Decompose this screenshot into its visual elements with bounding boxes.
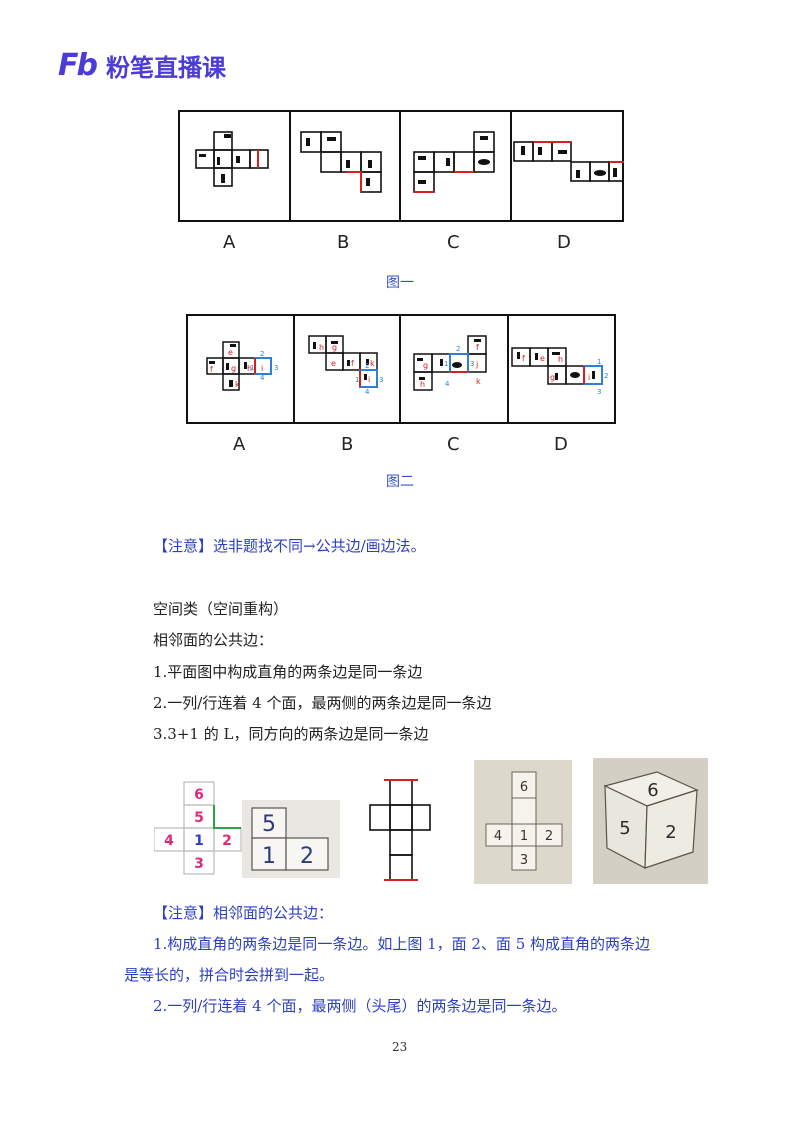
fig2-label-a: A: [233, 434, 246, 455]
section-title: 空间类（空间重构）: [153, 600, 289, 618]
fig2c-edge-4: 4: [445, 380, 450, 388]
net-num-1: 1: [194, 833, 204, 849]
logo-text: 粉笔直播课: [105, 54, 226, 82]
fig2b-edge-2: 2: [365, 362, 369, 370]
fig2a-label-f: f: [210, 365, 213, 374]
fig2a-label-i: i: [261, 364, 263, 373]
fig1-label-d: D: [557, 232, 571, 253]
paper-num-3: 3: [520, 853, 528, 868]
fig2b-edge-1: 1: [355, 376, 359, 384]
fig2c-label-j: j: [475, 360, 478, 369]
fig2c-label-h: h: [420, 380, 425, 389]
rule-1: 1.平面图中构成直角的两条边是同一条边: [153, 663, 423, 681]
note-1: 【注意】选非题找不同→公共边/画边法。: [153, 537, 426, 555]
fig2a-edge-3: 3: [274, 364, 278, 372]
fig2c-edge-3: 3: [470, 360, 474, 368]
fig2d-edge-1: 1: [597, 358, 601, 366]
logo-mark: Fb: [58, 48, 98, 83]
fig2b-label-i: i: [368, 375, 370, 384]
cube-num-6: 6: [647, 780, 658, 801]
fig2b-label-e: e: [331, 359, 336, 368]
numbered-net-image: 6 5 4 1 2 3: [154, 781, 242, 875]
figure1-caption: 图一: [386, 275, 414, 291]
note-2-title: 【注意】相邻面的公共边：: [153, 904, 334, 922]
net-num-5: 5: [194, 810, 204, 826]
fig2a-edge-4: 4: [260, 374, 265, 382]
fig2c-label-f: f: [476, 343, 479, 352]
net-num-2: 2: [222, 833, 232, 849]
folded-num-5: 5: [262, 812, 276, 837]
rule-2: 2.一列/行连着 4 个面，最两侧的两条边是同一条边: [153, 694, 492, 712]
section-subtitle: 相邻面的公共边：: [153, 631, 274, 649]
fig1-label-a: A: [223, 232, 236, 253]
fig2d-label-h: h: [558, 355, 563, 364]
figure2-panel: e f g h i k 1 2 3 4 h g e f k i 1 2 3 4: [186, 314, 616, 424]
fig2a-edge-2: 2: [260, 350, 264, 358]
fig2d-label-g: g: [550, 373, 555, 382]
note-2-line-2: 2.一列/行连着 4 个面，最两侧（头尾）的两条边是同一条边。: [153, 997, 567, 1015]
paper-num-2: 2: [545, 829, 553, 844]
paper-num-6: 6: [520, 780, 528, 795]
fig2a-label-e: e: [228, 348, 233, 357]
fig2a-label-k: k: [235, 380, 240, 389]
fig2d-label-e: e: [540, 354, 545, 363]
net-num-3: 3: [194, 856, 204, 872]
fig1-label-b: B: [337, 232, 350, 253]
brand-logo: Fb 粉笔直播课: [58, 48, 226, 83]
fig2a-label-h: h: [247, 364, 252, 373]
fig2c-label-g: g: [423, 361, 428, 370]
fig2-label-d: D: [554, 434, 568, 455]
note-2-line-1a: 1.构成直角的两条边是同一条边。如上图 1，面 2、面 5 构成直角的两条边: [153, 935, 651, 953]
net-num-6: 6: [194, 787, 204, 803]
cube-num-2: 2: [665, 822, 676, 843]
fig2b-edge-3: 3: [379, 376, 383, 384]
folded-paper-photo: 5 1 2: [242, 800, 340, 878]
fig2a-label-g: g: [231, 364, 236, 373]
folded-num-1: 1: [262, 844, 276, 869]
folded-num-2: 2: [300, 844, 314, 869]
fig2b-label-f: f: [351, 359, 354, 368]
fig2b-edge-4: 4: [365, 388, 370, 396]
paper-num-1: 1: [520, 829, 528, 844]
fig2b-label-k: k: [370, 359, 375, 368]
page-number: 23: [392, 1040, 408, 1054]
folded-cube-photo: 6 5 2: [593, 758, 708, 884]
cube-num-5: 5: [619, 818, 630, 839]
paper-net-photo: 6 4 1 2 3: [474, 760, 572, 884]
fig2d-edge-3: 3: [597, 388, 601, 396]
fig2d-label-f: f: [522, 354, 525, 363]
cross-net-diagram: [369, 779, 431, 881]
fig1-label-c: C: [447, 232, 460, 253]
note-2-line-1b: 是等长的，拼合时会拼到一起。: [124, 966, 335, 984]
fig2-label-b: B: [341, 434, 354, 455]
net-num-4: 4: [164, 833, 174, 849]
fig2b-label-g: g: [332, 343, 337, 352]
rule-3: 3.3+1 的 L，同方向的两条边是同一条边: [153, 725, 429, 743]
fig2c-edge-1: 1: [444, 360, 448, 368]
paper-num-4: 4: [494, 829, 502, 844]
fig2-label-c: C: [447, 434, 460, 455]
fig2c-label-k: k: [476, 377, 481, 386]
fig2d-edge-2: 2: [604, 372, 608, 380]
fig2a-edge-1: 1: [250, 364, 254, 372]
fig2b-label-h: h: [319, 343, 324, 352]
fig2c-edge-2: 2: [456, 345, 460, 353]
figure1-panel: [178, 110, 624, 222]
fig2d-label-i: i: [588, 373, 590, 382]
figure2-caption: 图二: [386, 474, 414, 490]
